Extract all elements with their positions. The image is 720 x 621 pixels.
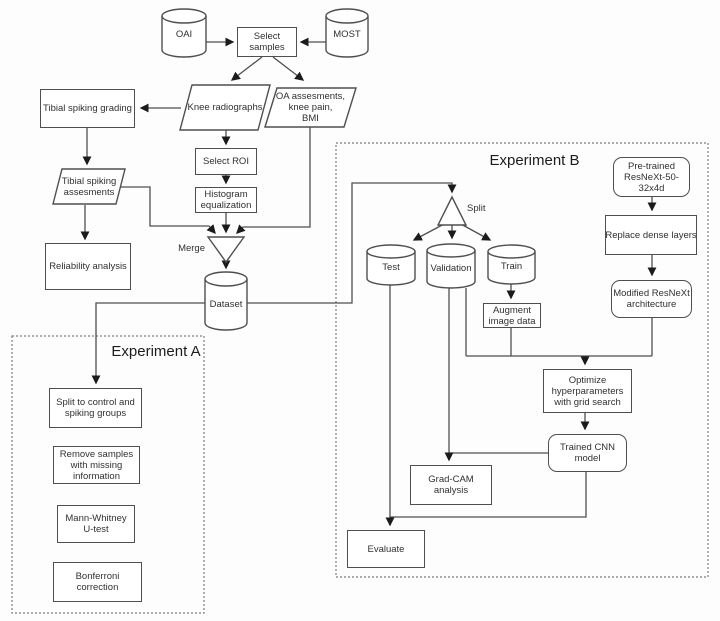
node-optimize-hyperparameters: Optimize hyperparameters with grid searc…: [543, 369, 632, 413]
node-reliability-analysis: Reliability analysis: [45, 243, 131, 290]
edge-assesments-merge: [121, 186, 216, 235]
edge-split-test: [412, 222, 447, 241]
most-cylinder: [325, 8, 369, 58]
node-select-samples: Select samples: [237, 27, 297, 57]
tibial-assesments-parallelogram: [52, 168, 126, 205]
node-augment-image-data: Augment image data: [483, 303, 541, 328]
experiment-b-title: Experiment B: [489, 152, 580, 169]
edge-oaassessments-merge: [236, 127, 311, 234]
edge-selectsamples-oaassessments: [272, 56, 305, 81]
experiment-a-region: [11, 335, 205, 614]
dataset-cylinder: [204, 271, 248, 331]
oa-assessments-parallelogram: [264, 87, 357, 128]
experiment-a-title: Experiment A: [111, 343, 201, 360]
oai-cylinder: [161, 8, 207, 58]
edge-dataset-experimenta: [91, 302, 205, 385]
test-cylinder: [366, 244, 416, 286]
merge-triangle: [206, 236, 246, 264]
edge-split-train: [458, 222, 492, 241]
edge-selectsamples-kneeradiographs: [230, 56, 263, 81]
node-pretrained-resnext: Pre-trained ResNeXt-50- 32x4d: [613, 157, 690, 197]
node-tibial-spiking-grading: Tibial spiking grading: [40, 89, 135, 128]
node-trained-cnn-model: Trained CNN model: [548, 434, 627, 472]
validation-cylinder: [426, 243, 476, 289]
node-remove-missing: Remove samples with missing information: [53, 446, 140, 484]
edge-dataset-split: [247, 182, 457, 304]
node-histogram-equalization: Histogram equalization: [195, 187, 257, 213]
node-bonferroni: Bonferroni correction: [53, 562, 142, 602]
node-select-roi: Select ROI: [195, 148, 257, 175]
split-triangle: [436, 195, 468, 226]
experiment-b-region: [335, 142, 709, 578]
node-modified-resnext: Modified ResNeXt architecture: [611, 280, 692, 318]
node-evaluate: Evaluate: [347, 530, 425, 568]
knee-radiographs-parallelogram: [179, 84, 271, 131]
node-grad-cam-analysis: Grad-CAM analysis: [410, 465, 492, 505]
edge-trainedcnn-evaluateline: [390, 472, 587, 518]
train-cylinder: [487, 244, 536, 285]
node-mann-whitney: Mann-Whitney U-test: [57, 505, 135, 543]
node-split-control-groups: Split to control and spiking groups: [49, 388, 142, 428]
node-replace-dense-layers: Replace dense layers: [605, 215, 697, 255]
